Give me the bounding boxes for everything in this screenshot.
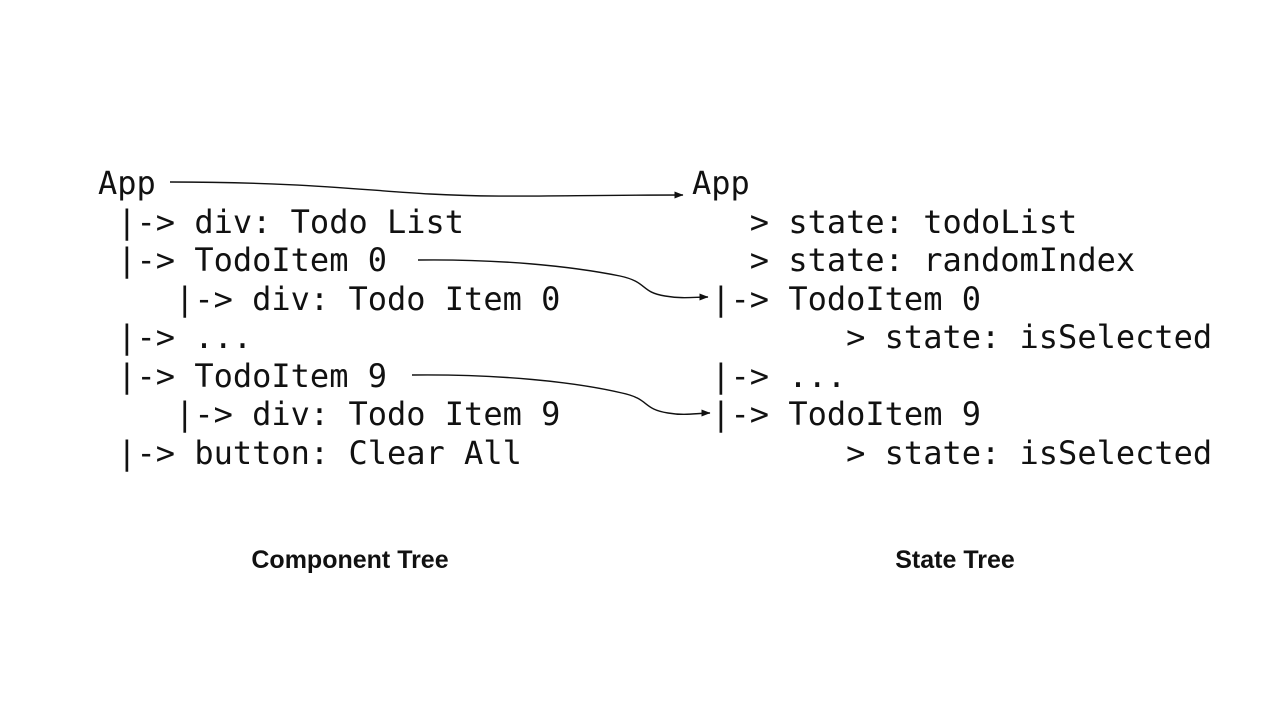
tree-line: |-> ...: [692, 356, 847, 395]
tree-line: > state: isSelected: [692, 433, 1213, 472]
tree-line: |-> TodoItem 9: [692, 395, 981, 433]
component-tree-caption: Component Tree: [251, 546, 449, 574]
tree-line: > state: randomIndex: [692, 241, 1136, 279]
tree-line: |-> TodoItem 0: [98, 241, 387, 279]
component-tree-block: App |-> div: Todo List |-> TodoItem 0 |-…: [98, 164, 560, 472]
tree-line: |-> button: Clear All: [98, 433, 522, 472]
tree-line: > state: todoList: [692, 202, 1078, 241]
state-tree-block: App > state: todoList > state: randomInd…: [692, 164, 1212, 472]
tree-line: |-> ...: [98, 318, 253, 356]
tree-line: |-> div: Todo Item 9: [98, 395, 561, 433]
state-tree-caption: State Tree: [895, 546, 1015, 574]
tree-line: |-> TodoItem 9: [98, 356, 387, 395]
tree-line: App: [98, 164, 156, 202]
tree-line: > state: isSelected: [692, 318, 1213, 356]
tree-line: |-> TodoItem 0: [692, 279, 981, 318]
tree-line: |-> div: Todo List: [98, 202, 465, 241]
tree-line: |-> div: Todo Item 0: [98, 279, 561, 318]
tree-line: App: [692, 164, 750, 202]
